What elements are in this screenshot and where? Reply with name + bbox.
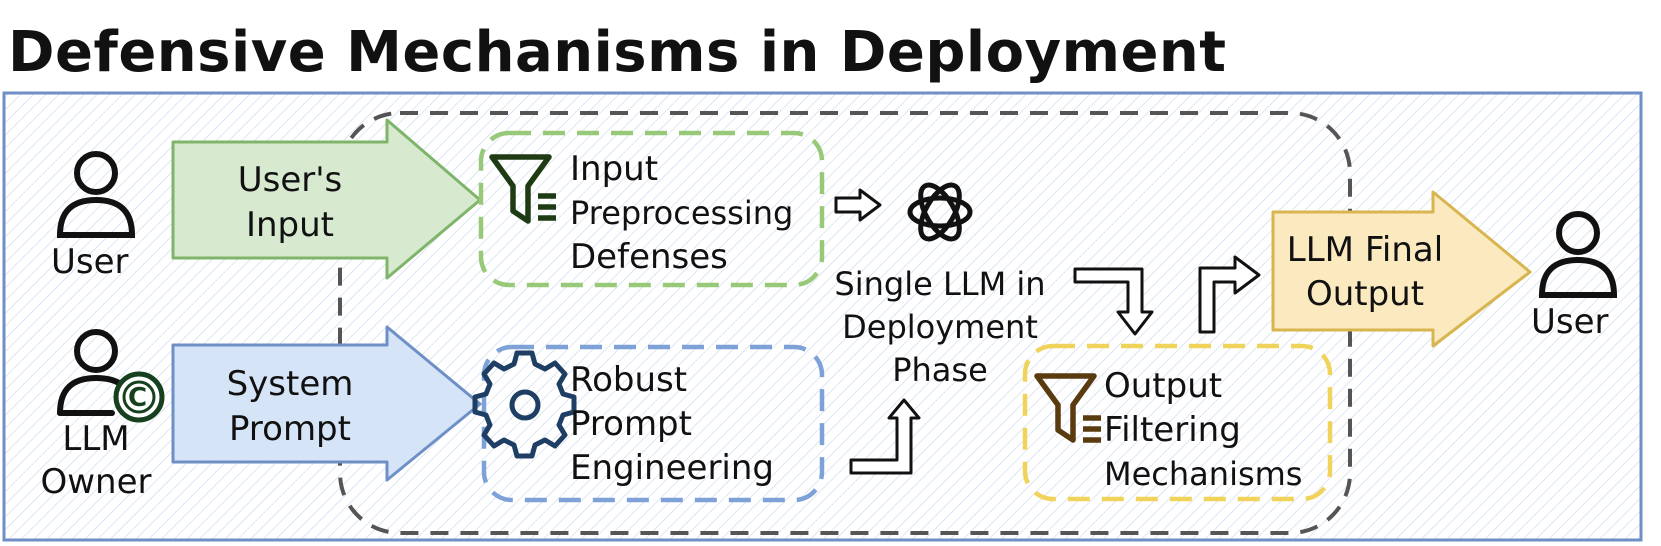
output-defense-label-line2: Filtering <box>1104 410 1241 450</box>
input-defense-label-line1: Input <box>570 149 659 189</box>
final-output-label-line2: Output <box>1305 274 1425 314</box>
filter-icon <box>489 154 556 224</box>
user-input-label-line1: User's <box>237 160 343 200</box>
user-label: User <box>51 242 129 282</box>
owner-label-line2: Owner <box>40 462 152 502</box>
prompt-defense-label-line1: Robust <box>570 360 688 400</box>
output-defense-box <box>1022 343 1333 502</box>
page-title: Defensive Mechanisms in Deployment <box>8 20 1227 85</box>
system-prompt-label-line2: Prompt <box>229 409 351 449</box>
prompt-defense-box <box>481 344 825 503</box>
copyright-icon <box>113 371 165 423</box>
copyright-badge-letter: C <box>128 383 148 413</box>
user-right-icon <box>1538 211 1618 298</box>
llm-label-line2: Deployment <box>842 308 1038 346</box>
user-right-label: User <box>1531 302 1609 342</box>
system-prompt-label-line1: System <box>226 364 354 404</box>
input-defense-label-line2: Preprocessing <box>570 194 794 232</box>
system-prompt-arrow <box>171 325 482 482</box>
prompt-defense-label-line3: Engineering <box>570 448 774 488</box>
final-output-label-line1: LLM Final <box>1286 230 1444 270</box>
output-filter-icon <box>1034 373 1101 443</box>
user-input-arrow <box>171 118 482 280</box>
input-defense-box <box>478 130 825 288</box>
gear-icon <box>472 350 577 459</box>
llm-label-line3: Phase <box>892 351 988 389</box>
user-input-label-line2: Input <box>245 205 335 245</box>
final-output-arrow <box>1271 190 1532 348</box>
user-icon <box>56 151 136 238</box>
prompt-defense-label-line2: Prompt <box>570 404 692 444</box>
output-defense-label-line3: Mechanisms <box>1104 455 1303 493</box>
owner-label-line1: LLM <box>62 419 130 459</box>
hollow-arrow-icon <box>834 188 1261 475</box>
openai-logo-icon <box>907 182 973 242</box>
output-defense-label-line1: Output <box>1104 366 1223 406</box>
llm-label-line1: Single LLM in <box>834 265 1046 303</box>
input-defense-label-line3: Defenses <box>570 237 728 277</box>
